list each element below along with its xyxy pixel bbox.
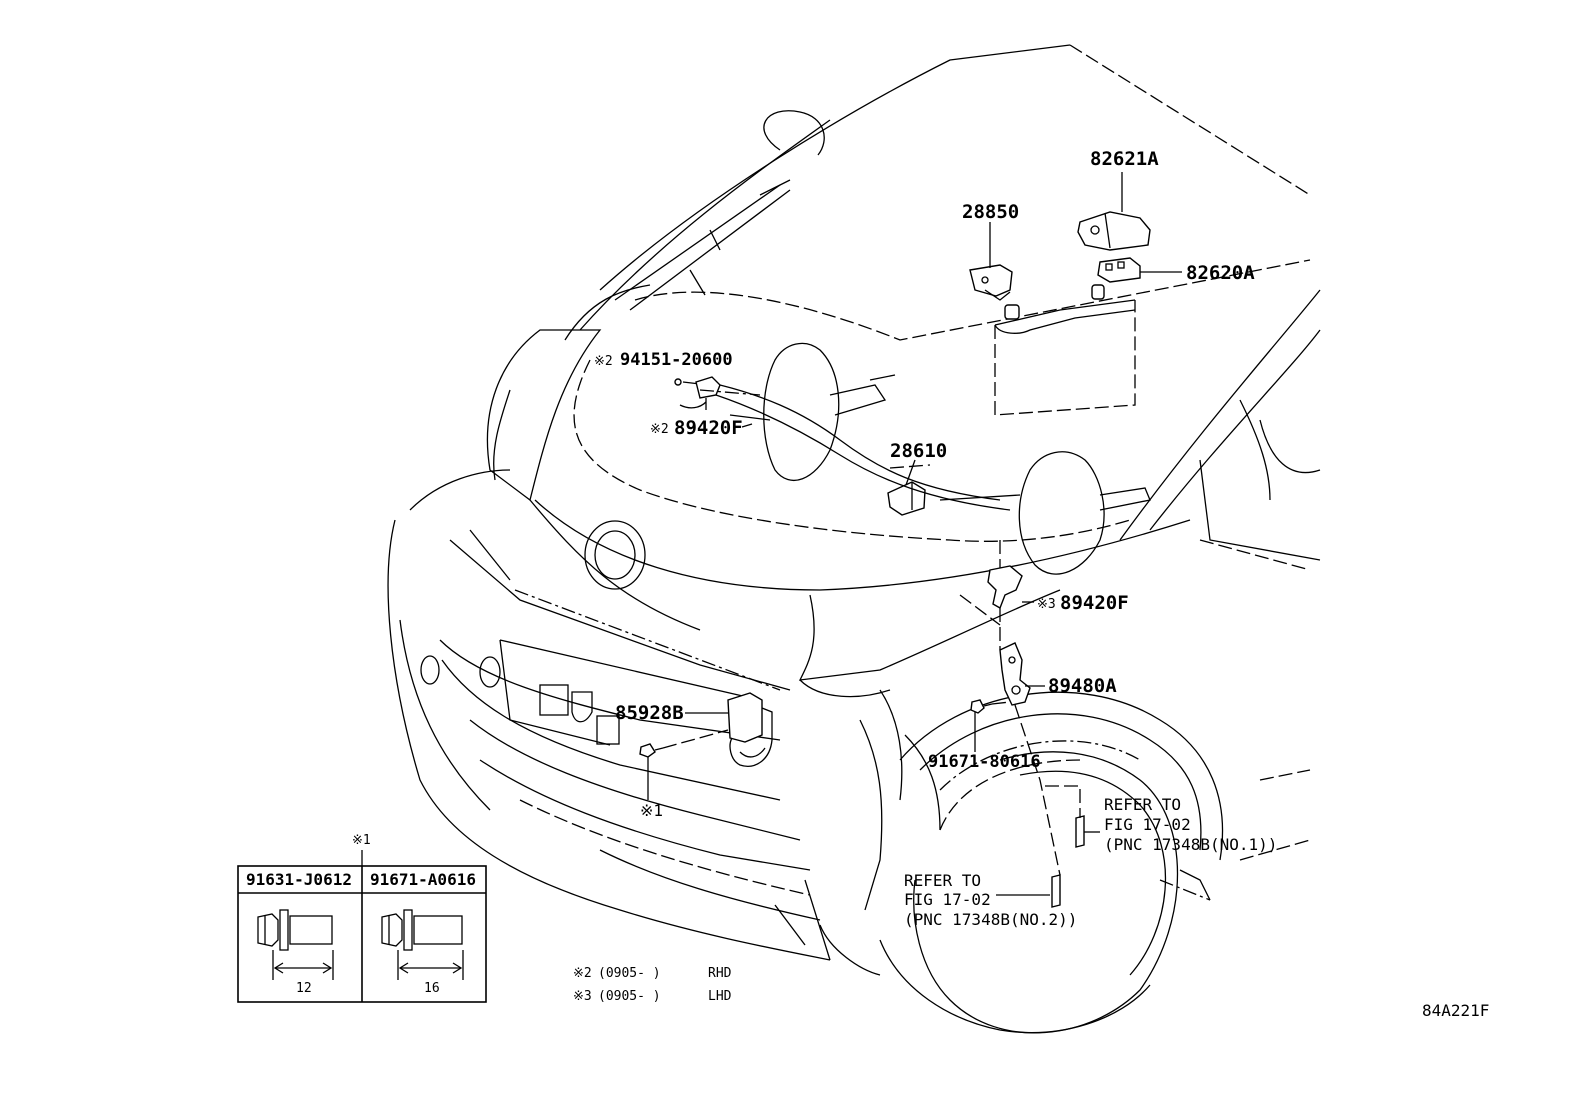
unit-85928B — [727, 692, 773, 767]
callout-89420F-top: 89420F — [674, 417, 743, 439]
callout-85928B: 85928B — [615, 702, 684, 724]
note2-mark: ※2 — [573, 966, 592, 981]
note3-side: LHD — [708, 989, 732, 1004]
callout-note1: ※1 — [640, 801, 663, 820]
callout-28850: 28850 — [962, 201, 1019, 223]
callout-94151-mark: ※2 — [594, 354, 613, 369]
note3-range: (0905- ) — [598, 989, 661, 1004]
callout-89420F-bottom-mark: ※3 — [1037, 597, 1056, 612]
bolt-table: ※1 91631-J0612 91671-A0616 12 — [237, 833, 487, 1003]
callout-89420F-top-mark: ※2 — [650, 422, 669, 437]
brake-booster-left — [729, 342, 896, 481]
callout-94151: 94151-20600 — [620, 350, 733, 370]
bolt-table-col2-length: 16 — [424, 981, 440, 996]
callout-28610: 28610 — [890, 440, 947, 462]
callout-89420F-bottom: 89420F — [1060, 592, 1129, 614]
bolt-table-col2-part: 91671-A0616 — [370, 870, 476, 889]
battery — [994, 284, 1136, 416]
note2-range: (0905- ) — [598, 966, 661, 981]
brake-booster-right — [939, 451, 1151, 575]
callout-82620A: 82620A — [1186, 262, 1255, 284]
callout-82621A: 82621A — [1090, 148, 1159, 170]
bolt-table-col1-part: 91631-J0612 — [246, 870, 352, 889]
refer-bottom-line2: FIG 17-02 — [904, 890, 991, 909]
hose-no1 — [1075, 815, 1085, 848]
figure-id: 84A221F — [1422, 1001, 1489, 1020]
callout-91671: 91671-80616 — [928, 752, 1041, 772]
refer-note-bottom: REFER TO FIG 17-02 (PNC 17348B(NO.2)) — [904, 871, 1077, 929]
refer-bottom-line3: (PNC 17348B(NO.2)) — [904, 910, 1077, 929]
bolt-table-mark: ※1 — [352, 833, 371, 848]
screw-94151 — [674, 378, 682, 386]
refer-note-right: REFER TO FIG 17-02 (PNC 17348B(NO.1)) — [1104, 795, 1277, 854]
bolt-table-col1-length: 12 — [296, 981, 312, 996]
refer-right-line1: REFER TO — [1104, 795, 1181, 814]
leader-lines — [647, 172, 1182, 896]
applicability-notes: ※2 (0905- ) RHD ※3 (0905- ) LHD — [573, 966, 732, 1004]
fuse-block-82620A — [1097, 257, 1141, 283]
bracket-28850 — [969, 264, 1013, 301]
refer-bottom-line1: REFER TO — [904, 871, 981, 890]
hose-no2 — [1051, 874, 1061, 908]
refer-right-line3: (PNC 17348B(NO.1)) — [1104, 835, 1277, 854]
refer-right-line2: FIG 17-02 — [1104, 815, 1191, 834]
bolt-note1 — [639, 743, 664, 758]
bolt-91671 — [970, 699, 993, 714]
sensor-89420F-top — [679, 376, 1011, 511]
bracket-89480A — [999, 642, 1031, 706]
car-body-outline — [387, 44, 1321, 1034]
bolt-icon-12mm — [257, 909, 334, 980]
sensor-89420F-bottom — [987, 565, 1023, 610]
note2-side: RHD — [708, 966, 732, 981]
bolt-icon-16mm — [381, 909, 464, 980]
fuse-box-cover-82621A — [1077, 211, 1151, 251]
callout-89480A: 89480A — [1048, 675, 1117, 697]
note3-mark: ※3 — [573, 989, 592, 1004]
